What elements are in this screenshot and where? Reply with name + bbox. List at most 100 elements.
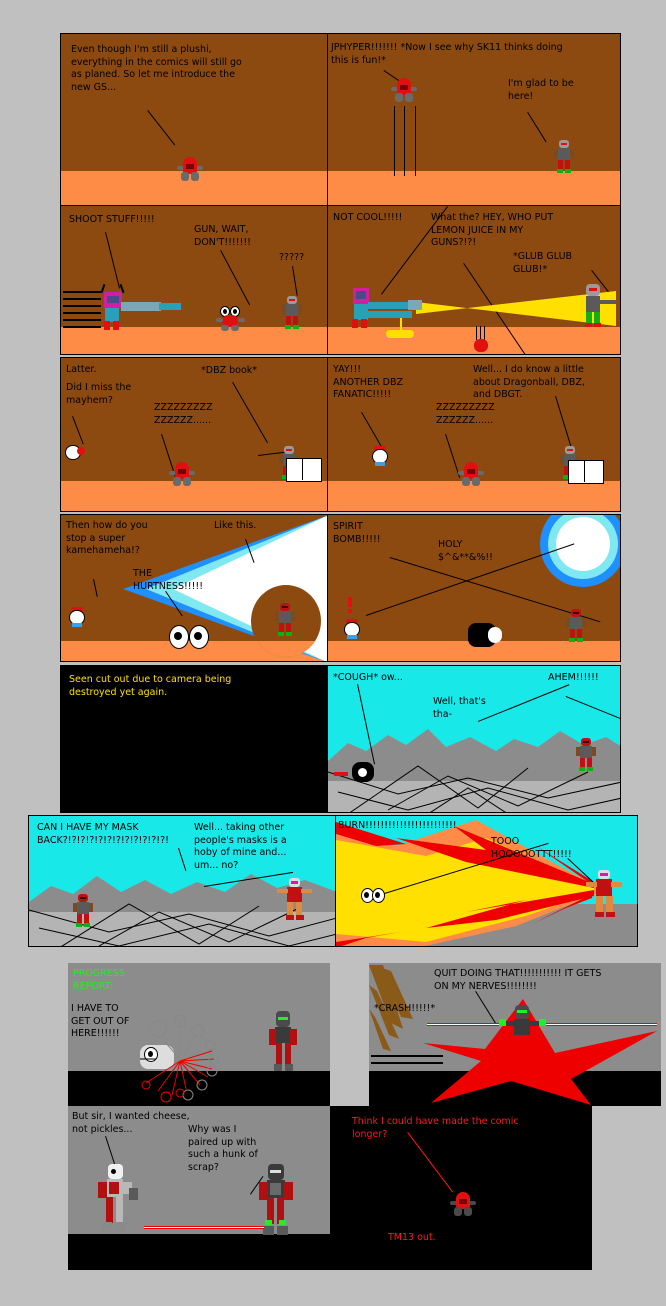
floor [328, 327, 620, 354]
dbz-book [568, 460, 604, 484]
hand-left [499, 1019, 506, 1026]
plushi-arm-right [410, 87, 417, 91]
bio-foot-left [285, 325, 291, 329]
dialogue-lemon-juice: What the? HEY, WHO PUT LEMON JUICE IN MY… [431, 212, 554, 248]
character-unmasked-blasted [67, 607, 87, 627]
arm-right [290, 1029, 297, 1045]
character-eyeball-plushi [216, 306, 246, 332]
bio-leg-left [564, 466, 569, 476]
plushi-face [459, 1199, 467, 1204]
arm-left [503, 1021, 515, 1026]
comic-panel-12: BURN!!!!!!!!!!!!!!!!!!!!!!!! TOOO HOOOOO… [335, 815, 638, 947]
speech-leader-line [407, 1132, 454, 1193]
dialogue-cheese-not-pickles: But sir, I wanted cheese, not pickles... [72, 1111, 190, 1135]
exclamation-mark [348, 597, 352, 607]
arm-left [586, 882, 597, 887]
bio-foot-left [76, 923, 82, 927]
gunner-torso [105, 308, 119, 322]
pupil-left [174, 632, 182, 640]
speech-leader-line [361, 412, 383, 449]
dialogue-can-i-have-mask: CAN I HAVE MY MASK BACK?!?!?!?!?!?!?!?!?… [37, 822, 169, 846]
bio-eye [80, 897, 86, 899]
bio-torso [580, 746, 592, 758]
leg-right [116, 1197, 123, 1223]
bio-leg-left [286, 316, 291, 326]
bio-arm-left [554, 149, 558, 158]
book-spine [302, 458, 303, 480]
speech-leader-line [72, 416, 84, 445]
book-spine [584, 460, 585, 482]
bio-eye [289, 299, 295, 301]
pupil-left [223, 309, 227, 314]
arm-out [600, 300, 616, 304]
juice-drip [400, 318, 402, 332]
plushi-arm-left [177, 166, 184, 170]
character-gs-crashed [499, 1005, 546, 1041]
motion-line [480, 326, 481, 340]
character-plushi-sleeping [458, 462, 484, 486]
bio-arm-left [566, 618, 570, 627]
bio-foot-right [286, 632, 292, 636]
torso [287, 887, 302, 902]
exclamation-dot [348, 609, 352, 613]
dialogue-like-this: Like this. [214, 520, 257, 531]
character-gs-spirit-bomb-caster [566, 609, 586, 643]
caption-progress-report: PROGRESS REPORT: [73, 968, 125, 992]
arm-left [277, 889, 288, 893]
bio-foot-left [563, 475, 569, 479]
bio-foot-right [587, 767, 593, 771]
character-target [578, 284, 618, 332]
bio-arm-right [89, 903, 93, 912]
character-plushi-falling [474, 339, 488, 352]
explosion-debris [140, 1015, 220, 1103]
plushi-face [178, 469, 186, 474]
eye [358, 768, 367, 777]
dialogue-hunk-of-scrap: Why was I paired up with such a hunk of … [188, 1124, 258, 1173]
motion-line [484, 326, 485, 340]
spotlight-floor [251, 641, 321, 657]
leg-left [586, 312, 592, 324]
dialogue-well-thats-tha: Well, that's tha- [433, 696, 486, 720]
debris [334, 772, 348, 776]
arm-right [529, 1021, 541, 1026]
juice-puddle [386, 330, 414, 338]
caption-latter: Latter. [66, 364, 97, 375]
bio-arm-right [576, 455, 580, 464]
fire-blast [336, 820, 596, 946]
dialogue-not-cool: NOT COOL!!!!! [333, 212, 403, 223]
dialogue-quit-doing-that: QUIT DOING THAT!!!!!!!!!!! IT GETS ON MY… [434, 968, 602, 992]
character-plushi-flying [391, 78, 417, 102]
character-plushi-sleeping [169, 462, 195, 486]
character-gunner [350, 286, 430, 334]
bio-leg-left [580, 758, 585, 768]
leg-left [287, 902, 293, 916]
bio-leg-right [286, 623, 291, 633]
bio-leg-left [283, 466, 288, 476]
torso [275, 1027, 291, 1043]
leg-right [296, 902, 302, 916]
floor [61, 327, 327, 354]
hand-right [539, 1019, 546, 1026]
foot-right [277, 1226, 288, 1235]
bio-foot-left [278, 632, 284, 636]
eye [517, 1010, 527, 1013]
comic-panel-16: Think I could have made the comic longer… [330, 1106, 592, 1270]
dialogue-burn: BURN!!!!!!!!!!!!!!!!!!!!!!!! [338, 820, 457, 831]
eye [600, 873, 608, 876]
comic-row-7: PROGRESS REPORT: I HAVE TO GET OUT OF HE… [68, 963, 661, 1106]
foot-right [285, 1064, 293, 1071]
dialogue-dbz-fanatic: YAY!!! ANOTHER DBZ FANATIC!!!!! [333, 364, 403, 400]
plushi-foot-right [191, 172, 199, 181]
speech-leader-line [220, 250, 251, 306]
bio-torso [558, 148, 570, 160]
spirit-bomb-core [556, 517, 610, 571]
knee-right [279, 1220, 286, 1225]
dialogue-question-marks: ????? [279, 252, 305, 263]
bio-foot-left [579, 767, 585, 771]
ammo-crate [63, 291, 101, 331]
comic-panel-14: QUIT DOING THAT!!!!!!!!!!! IT GETS ON MY… [369, 963, 661, 1106]
dialogue-holy-censored: HOLY $^&**&%!! [438, 539, 493, 563]
rock-silhouette [29, 874, 335, 912]
sfx-snoring-left: ZZZZZZZZZ ZZZZZZ...... [154, 402, 213, 426]
speech-leader-line [565, 696, 620, 720]
